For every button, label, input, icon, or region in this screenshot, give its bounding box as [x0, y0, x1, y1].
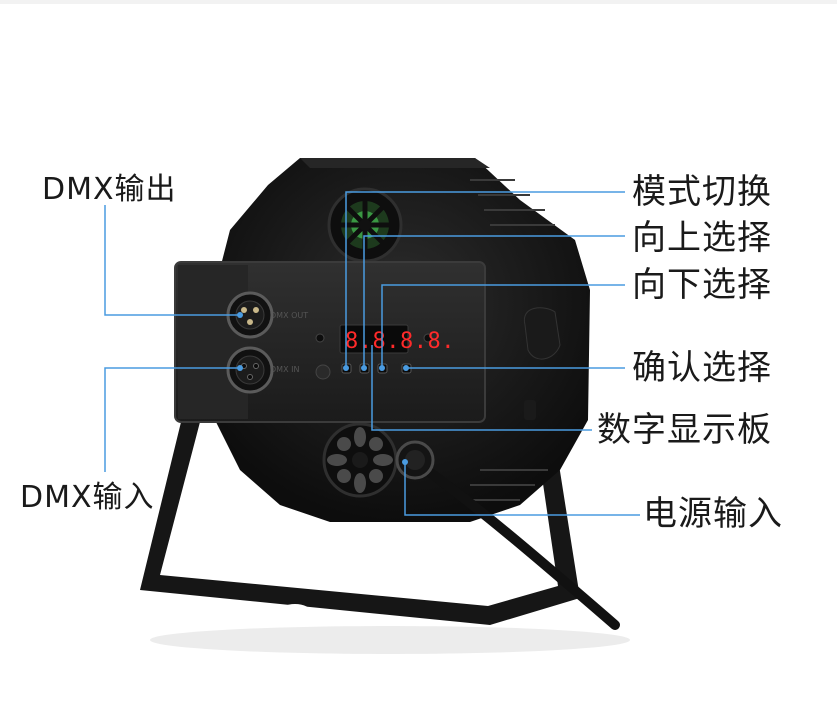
power-input-connector — [395, 440, 620, 630]
callout-line-mode-switch — [345, 191, 625, 368]
digital-display-panel: 8.8.8.8. — [339, 324, 455, 354]
callout-line-dmx-in — [104, 367, 240, 472]
label-mode-switch: 模式切换 — [632, 172, 772, 212]
floor-shadow — [150, 626, 630, 654]
label-select-down: 向下选择 — [632, 265, 772, 305]
top-fan — [327, 187, 403, 263]
bracket-hole-bottom — [279, 604, 311, 620]
label-digital-display: 数字显示板 — [597, 410, 772, 450]
label-dmx-output: DMX输出 — [42, 172, 177, 207]
callout-lines — [104, 191, 640, 516]
callout-line-select-down — [381, 284, 625, 368]
bracket-knob — [523, 307, 561, 420]
cooling-fins — [460, 179, 555, 501]
top-edge-shadow — [0, 0, 837, 4]
bracket-hole-left — [389, 572, 421, 588]
dmx-input-connector — [226, 346, 274, 394]
display-readout: 8.8.8.8. — [345, 329, 455, 354]
callout-line-display — [371, 345, 592, 431]
panel-fine-print-1: DMX OUT — [270, 311, 308, 320]
label-dmx-input: DMX输入 — [20, 480, 155, 515]
callout-line-select-up — [363, 235, 625, 368]
bottom-fan — [322, 422, 398, 498]
label-power-input: 电源输入 — [643, 494, 783, 534]
label-confirm-select: 确认选择 — [632, 348, 772, 388]
callout-line-power — [404, 462, 640, 516]
panel-fine-print-2: DMX IN — [270, 365, 299, 374]
label-select-up: 向上选择 — [632, 218, 772, 258]
callout-line-dmx-out — [104, 205, 240, 316]
